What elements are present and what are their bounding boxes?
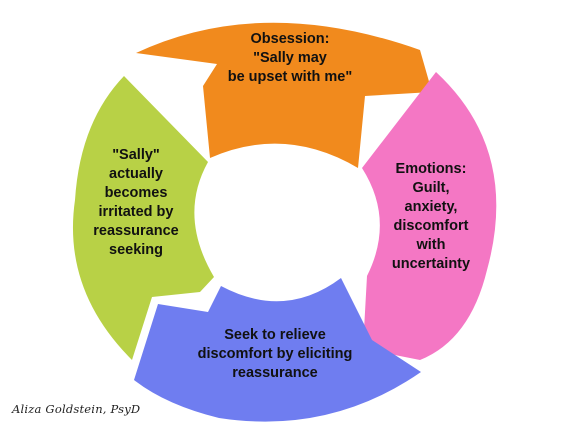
segment-emotions-label: Emotions: Guilt, anxiety, discomfort wit… <box>391 161 471 272</box>
author-signature: Aliza Goldstein, PsyD <box>12 402 141 416</box>
segment-obsession-label: Obsession: "Sally may be upset with me" <box>227 31 353 85</box>
segment-irritated-shape <box>72 76 214 360</box>
segment-seek-label: Seek to relieve discomfort by eliciting … <box>197 327 353 381</box>
segment-seek-shape <box>134 278 421 422</box>
segment-irritated-label: "Sally" actually becomes irritated by re… <box>93 147 179 258</box>
segment-emotions-shape <box>345 72 497 360</box>
segment-obsession-shape <box>136 22 432 168</box>
